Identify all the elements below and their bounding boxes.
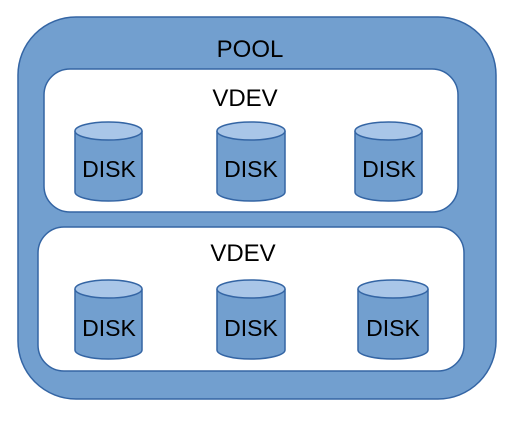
disk-label: DISK — [224, 315, 278, 341]
disk-label: DISK — [82, 156, 136, 182]
disk-label: DISK — [82, 315, 136, 341]
vdev-1: VDEV DISK DISK DISK — [43, 68, 459, 213]
disk-body — [216, 131, 286, 202]
disk-body — [354, 131, 423, 202]
disk-top — [74, 121, 143, 141]
disk-1-2: DISK — [216, 121, 286, 202]
disk-top — [216, 279, 286, 299]
disk-body — [74, 131, 143, 202]
disk-2-1: DISK — [74, 279, 143, 360]
disk-label: DISK — [224, 156, 278, 182]
disk-1-1: DISK — [74, 121, 143, 202]
disk-top — [216, 121, 286, 141]
disk-1-3: DISK — [354, 121, 423, 202]
disk-top — [357, 279, 429, 299]
disk-label: DISK — [362, 156, 416, 182]
pool-label: POOL — [217, 36, 284, 63]
disk-top — [74, 279, 143, 299]
disk-body — [216, 289, 286, 360]
vdev-label: VDEV — [212, 85, 277, 112]
disk-label: DISK — [366, 315, 420, 341]
disk-body — [357, 289, 429, 360]
vdev-label: VDEV — [210, 240, 275, 267]
vdev-2: VDEV DISK DISK DISK — [37, 226, 465, 372]
disk-top — [354, 121, 423, 141]
disk-2-3: DISK — [357, 279, 429, 360]
disk-2-2: DISK — [216, 279, 286, 360]
disk-body — [74, 289, 143, 360]
